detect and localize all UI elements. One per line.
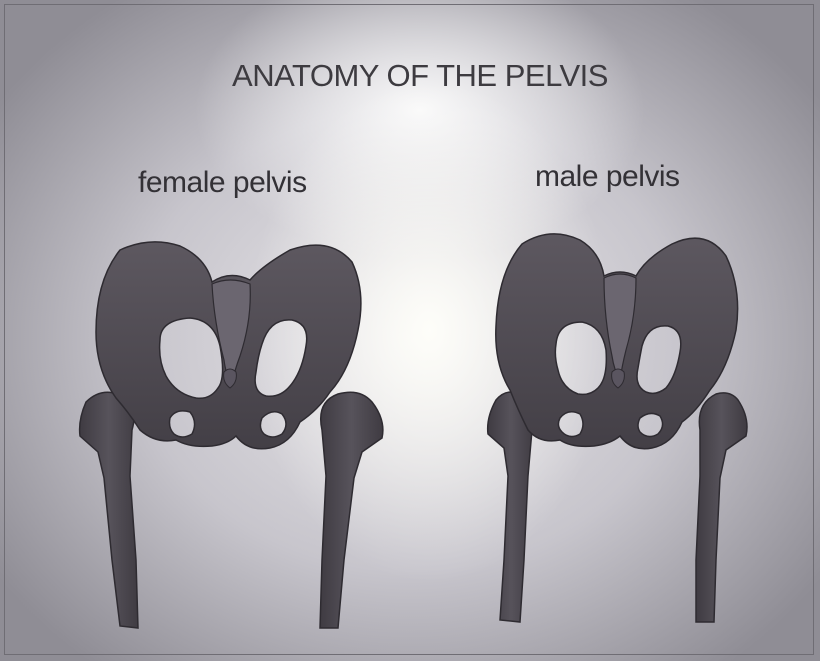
male-right-femur <box>696 393 747 622</box>
female-left-femur <box>80 392 138 628</box>
female-right-femur <box>320 392 383 628</box>
female-pelvis <box>80 242 383 628</box>
male-pelvis <box>488 234 747 622</box>
